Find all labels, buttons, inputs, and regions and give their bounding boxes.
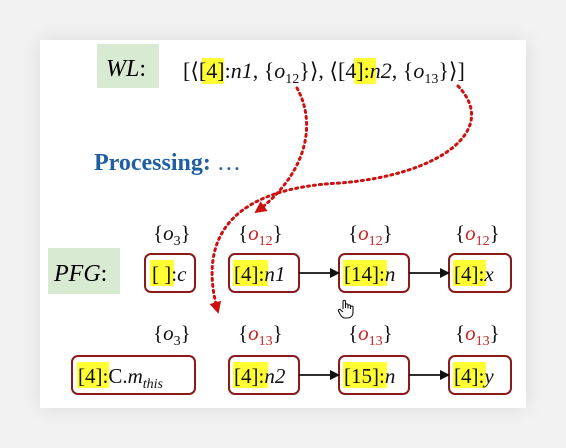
pts-set-c: {o3}	[153, 221, 191, 249]
worklist: [⟨[4]:n1, {o12}⟩, ⟨[4]:n2, {o13}⟩]	[183, 58, 465, 87]
pts-set-x: {o12}	[455, 221, 500, 249]
pfg-node-x: [4]:x	[448, 253, 512, 293]
pfg-node-cthis: [4]:C.mthis	[71, 355, 196, 395]
pfg-node-n14: [14]:n	[338, 253, 410, 293]
svg-text:[14]:n: [14]:n	[344, 262, 395, 286]
pfg-node-n1: [4]:n1	[228, 253, 300, 293]
pts-set-n14: {o12}	[348, 221, 393, 249]
pts-set-n15: {o13}	[348, 321, 393, 349]
svg-text:[4]:x: [4]:x	[454, 262, 494, 286]
pfg-node-c: [ ]:c	[144, 253, 196, 293]
wl-ctx1-highlight	[202, 58, 224, 84]
pfg-node-n15: [15]:n	[338, 355, 410, 395]
svg-text:[15]:n: [15]:n	[344, 364, 395, 388]
wl-ctx2-highlight	[354, 58, 376, 84]
pts-set-cthis: {o3}	[153, 321, 191, 349]
svg-text:[4]:C.mthis: [4]:C.mthis	[78, 364, 164, 392]
svg-text:[4]:n1: [4]:n1	[234, 262, 285, 286]
pts-set-n1: {o12}	[238, 221, 283, 249]
slide	[40, 40, 526, 408]
pts-set-n2: {o13}	[238, 321, 283, 349]
hand-cursor-icon	[337, 299, 354, 319]
pts-set-y: {o13}	[455, 321, 500, 349]
pfg-label: PFG:	[53, 261, 107, 287]
svg-text:[4]:n2: [4]:n2	[234, 364, 286, 388]
processing-label: Processing:…	[94, 150, 241, 176]
svg-text:[ ]:c: [ ]:c	[152, 262, 187, 286]
wl-label: WL:	[106, 56, 146, 82]
pfg-node-n2: [4]:n2	[228, 355, 300, 395]
pfg-node-y: [4]:y	[448, 355, 512, 395]
svg-text:[4]:y: [4]:y	[454, 364, 494, 388]
flow-arrow-entry1	[254, 86, 309, 214]
wl-label-box	[97, 44, 159, 88]
flow-arrow-entry2	[209, 84, 473, 314]
pfg-label-box	[48, 248, 120, 294]
